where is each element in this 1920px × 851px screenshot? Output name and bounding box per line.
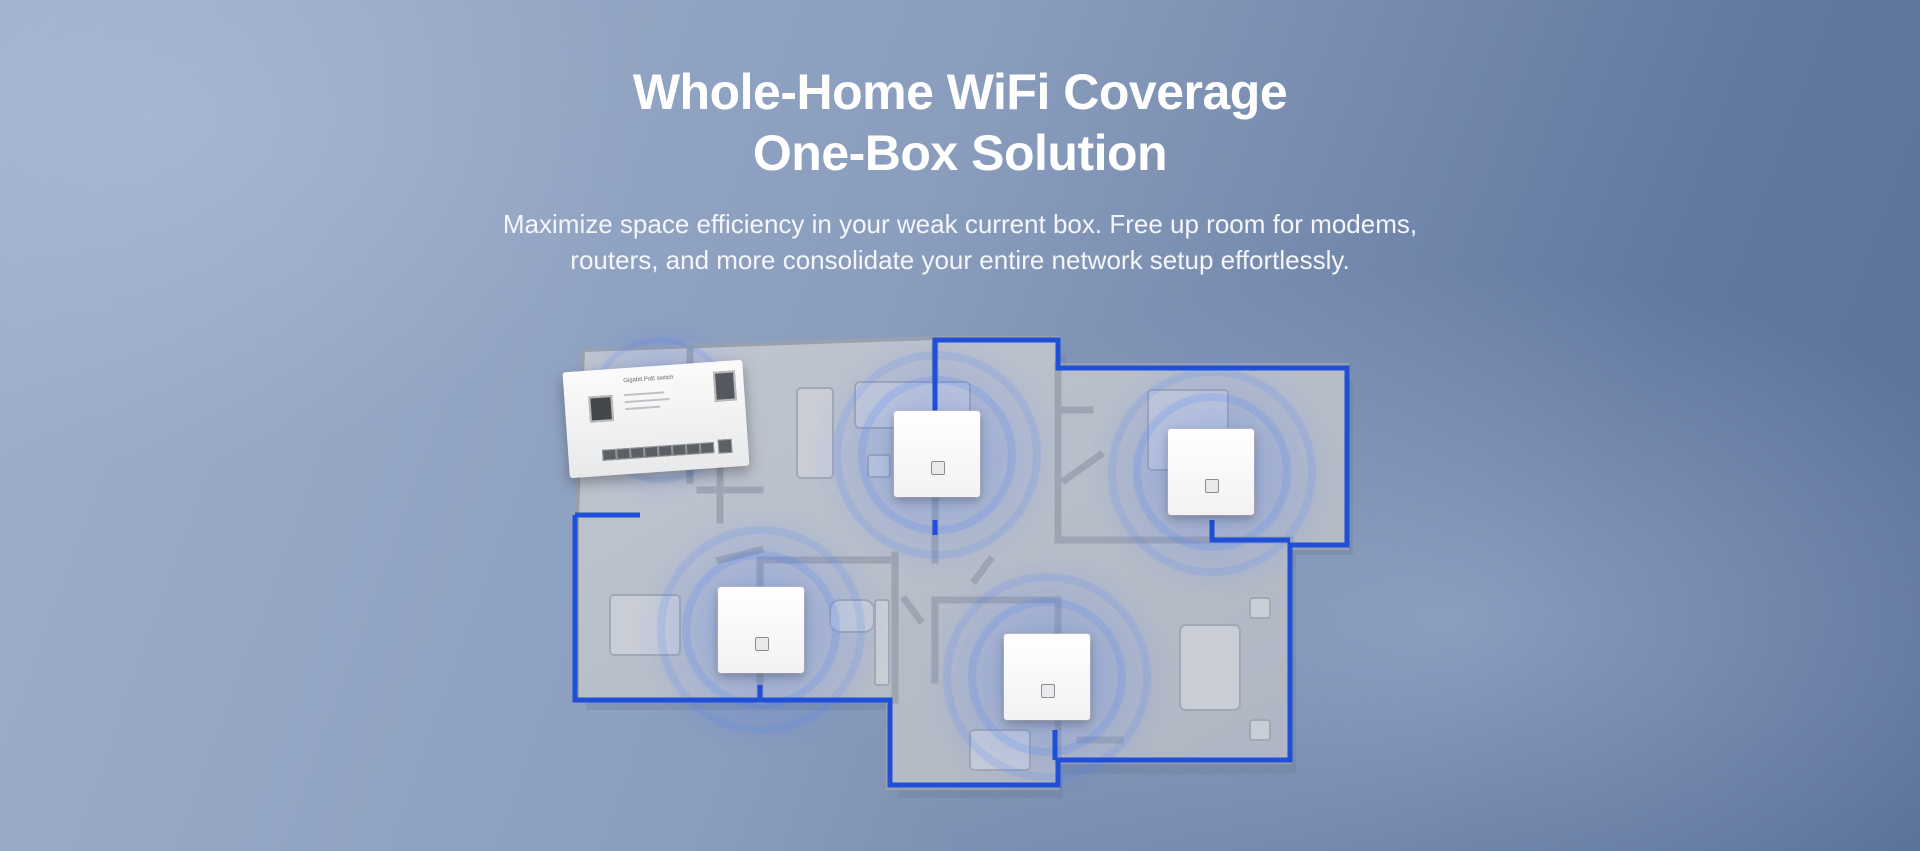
hero-subtitle-line-2: routers, and more consolidate your entir… [570, 245, 1350, 275]
access-point-icon [1004, 634, 1090, 720]
hero-title-line-2: One-Box Solution [752, 125, 1168, 181]
hero-title-line-1: Whole-Home WiFi Coverage [632, 64, 1288, 120]
hero-section: Whole-Home WiFi Coverage One-Box Solutio… [0, 62, 1920, 278]
ap-led-icon [931, 461, 945, 475]
access-point-icon [894, 411, 980, 497]
switch-label: Gigabit PoE switch [623, 374, 674, 385]
hero-subtitle: Maximize space efficiency in your weak c… [0, 206, 1920, 278]
access-point-icon [1168, 429, 1254, 515]
ap-led-icon [1041, 684, 1055, 698]
hero-title: Whole-Home WiFi Coverage One-Box Solutio… [0, 62, 1920, 184]
keystone-socket-icon [712, 370, 737, 402]
access-point-icon [718, 587, 804, 673]
poe-switch-icon: Gigabit PoE switch [562, 359, 750, 479]
ap-led-icon [1205, 479, 1219, 493]
ap-led-icon [755, 637, 769, 651]
power-socket-icon [588, 394, 615, 423]
hero-subtitle-line-1: Maximize space efficiency in your weak c… [502, 209, 1418, 239]
